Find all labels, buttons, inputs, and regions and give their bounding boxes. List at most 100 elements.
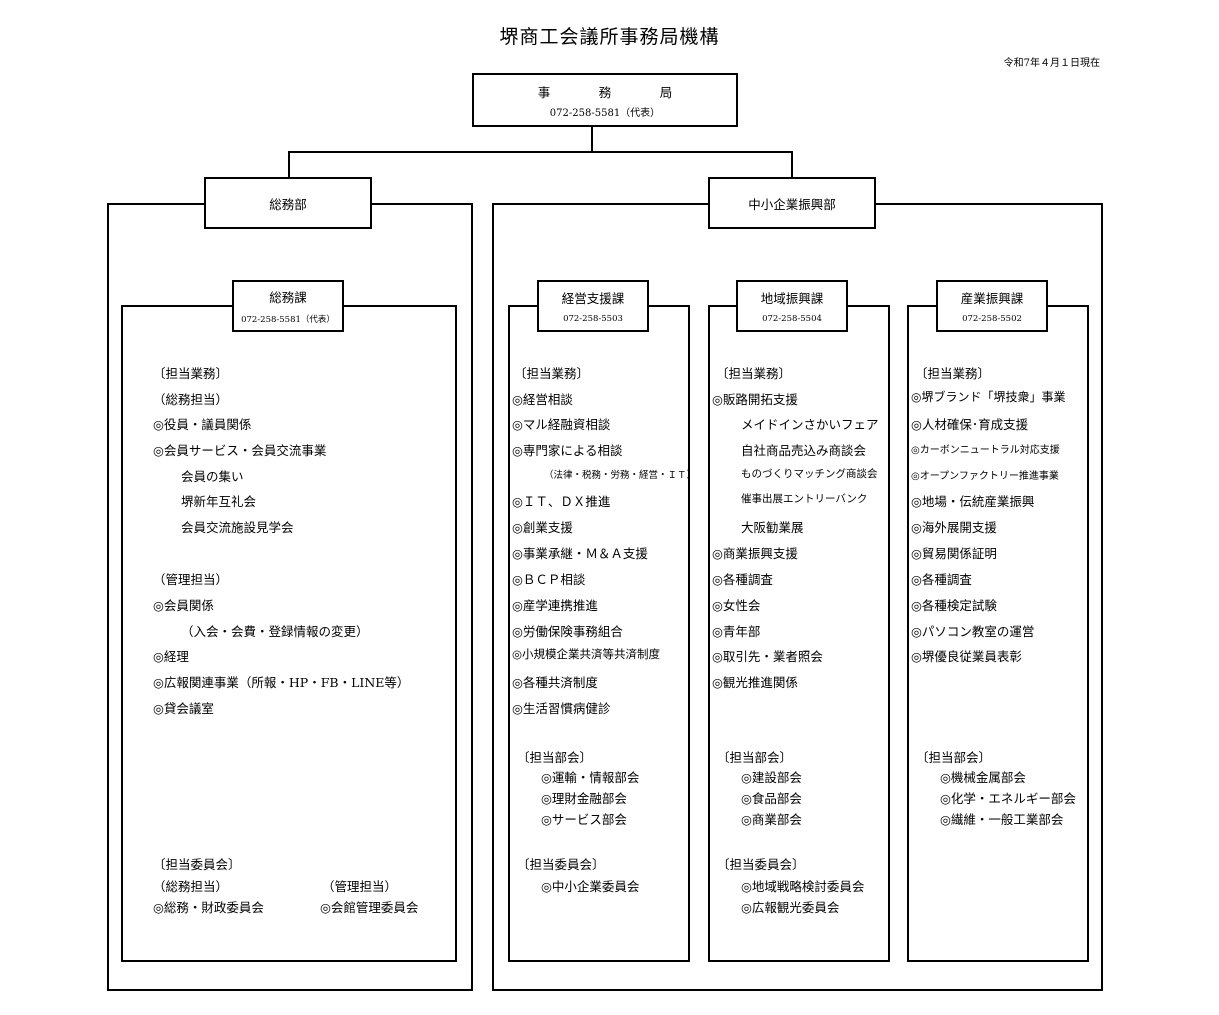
list-item: 自社商品売込み商談会 bbox=[741, 443, 867, 458]
secretariat-name: 事 務 局 bbox=[537, 84, 691, 100]
sangyo-section-phone: 072-258-5502 bbox=[962, 314, 1022, 324]
list-item: ◎カーボンニュートラル対応支援 bbox=[911, 445, 1060, 456]
list-item: 会員の集い bbox=[181, 469, 244, 484]
page-title: 堺商工会議所事務局機構 bbox=[499, 26, 720, 48]
list-item: ◎小規模企業共済等共済制度 bbox=[512, 647, 661, 661]
sme-dept-box: 中小企業振興部 bbox=[708, 177, 876, 229]
list-item: ◎会員サービス・会員交流事業 bbox=[153, 443, 327, 458]
committee-item: ◎地域戦略検討委員会 bbox=[741, 879, 865, 894]
committee-item: ◎総務・財政委員会 bbox=[153, 900, 264, 915]
chiiki-section-box: 地域振興課 072-258-5504 bbox=[736, 280, 848, 332]
list-item: （法律・税務・労務・経営・ＩＴ） bbox=[544, 470, 697, 481]
list-item: ◎ＢＣＰ相談 bbox=[512, 572, 586, 587]
soumu-section-phone: 072-258-5581（代表） bbox=[241, 315, 335, 325]
list-item: ◎生活習慣病健診 bbox=[512, 701, 611, 716]
list-item: ◎広報関連事業（所報・HP・FB・LINE等） bbox=[153, 675, 410, 690]
as-of-date: 令和7年４月１日現在 bbox=[1003, 58, 1100, 69]
soumu-dept-box: 総務部 bbox=[204, 177, 372, 229]
list-item: メイドインさかいフェア bbox=[741, 417, 879, 432]
list-item: ◎役員・議員関係 bbox=[153, 417, 252, 432]
duties-header: 〔担当業務〕 bbox=[153, 366, 229, 381]
list-item: ◎ＩＴ、ＤＸ推進 bbox=[512, 494, 611, 509]
keiei-section-box: 経営支援課 072-258-5503 bbox=[537, 280, 649, 332]
committee-header: 〔担当委員会〕 bbox=[717, 857, 805, 872]
division-header: 〔担当部会〕 bbox=[517, 750, 593, 765]
list-item: ◎パソコン教室の運営 bbox=[911, 624, 1035, 639]
sangyo-section-name: 産業振興課 bbox=[960, 291, 1024, 306]
list-item: ◎会員関係 bbox=[153, 598, 214, 613]
list-item: ◎各種調査 bbox=[712, 572, 773, 587]
connector-line bbox=[591, 126, 593, 152]
committee-item: ◎広報観光委員会 bbox=[741, 900, 840, 915]
list-item: ◎海外展開支援 bbox=[911, 520, 997, 535]
list-item: 催事出展エントリーバンク bbox=[741, 493, 868, 505]
committee-item: ◎会館管理委員会 bbox=[320, 900, 419, 915]
sub-header: （管理担当） bbox=[153, 572, 229, 587]
list-item: ◎取引先・業者照会 bbox=[712, 649, 823, 664]
division-item: ◎サービス部会 bbox=[541, 812, 627, 827]
list-item: 堺新年互礼会 bbox=[181, 494, 257, 509]
list-item: ◎堺優良従業員表彰 bbox=[911, 649, 1022, 664]
committee-sub-header: （管理担当） bbox=[322, 879, 398, 894]
connector-line bbox=[288, 151, 290, 178]
chiiki-section-name: 地域振興課 bbox=[760, 291, 824, 306]
chiiki-section-frame bbox=[708, 305, 890, 962]
list-item: ◎各種共済制度 bbox=[512, 675, 598, 690]
list-item: （入会・会費・登録情報の変更） bbox=[181, 624, 369, 639]
list-item: ◎青年部 bbox=[712, 624, 761, 639]
list-item: ◎経営相談 bbox=[512, 392, 573, 407]
list-item: ◎地場・伝統産業振興 bbox=[911, 494, 1035, 509]
list-item: ◎女性会 bbox=[712, 598, 761, 613]
list-item: ◎労働保険事務組合 bbox=[512, 624, 623, 639]
keiei-section-phone: 072-258-5503 bbox=[563, 314, 623, 324]
list-item: ◎各種検定試験 bbox=[911, 598, 997, 613]
list-item: ◎貿易関係証明 bbox=[911, 546, 997, 561]
division-header: 〔担当部会〕 bbox=[916, 750, 992, 765]
sangyo-section-frame bbox=[907, 305, 1089, 962]
duties-header: 〔担当業務〕 bbox=[915, 366, 991, 381]
list-item: ◎マル経融資相談 bbox=[512, 417, 611, 432]
division-item: ◎食品部会 bbox=[741, 791, 802, 806]
list-item: ◎観光推進関係 bbox=[712, 675, 798, 690]
soumu-section-box: 総務課 072-258-5581（代表） bbox=[232, 280, 344, 332]
list-item: 会員交流施設見学会 bbox=[181, 520, 294, 535]
keiei-section-frame bbox=[508, 305, 690, 962]
list-item: ◎堺ブランド「堺技衆」事業 bbox=[911, 390, 1066, 404]
division-item: ◎理財金融部会 bbox=[541, 791, 627, 806]
committee-header: 〔担当委員会〕 bbox=[517, 857, 605, 872]
secretariat-box: 事 務 局 072-258-5581（代表） bbox=[472, 73, 738, 127]
list-item: 大阪勧業展 bbox=[741, 520, 804, 535]
duties-header: 〔担当業務〕 bbox=[716, 366, 792, 381]
list-item: ◎産学連携推進 bbox=[512, 598, 598, 613]
connector-line bbox=[288, 151, 793, 153]
list-item: ◎事業承継・Ｍ＆Ａ支援 bbox=[512, 546, 648, 561]
division-item: ◎商業部会 bbox=[741, 812, 802, 827]
division-item: ◎機械金属部会 bbox=[940, 770, 1026, 785]
connector-line bbox=[791, 151, 793, 178]
division-item: ◎運輸・情報部会 bbox=[541, 770, 640, 785]
list-item: ◎オープンファクトリー推進事業 bbox=[911, 471, 1059, 482]
secretariat-phone: 072-258-5581（代表） bbox=[549, 107, 661, 119]
sub-header: （総務担当） bbox=[153, 392, 229, 407]
list-item: ◎人材確保･育成支援 bbox=[911, 417, 1029, 432]
list-item: ◎各種調査 bbox=[911, 572, 972, 587]
list-item: ◎商業振興支援 bbox=[712, 546, 798, 561]
committee-header: 〔担当委員会〕 bbox=[153, 857, 241, 872]
division-header: 〔担当部会〕 bbox=[717, 750, 793, 765]
chiiki-section-phone: 072-258-5504 bbox=[762, 314, 822, 324]
division-item: ◎繊維・一般工業部会 bbox=[940, 812, 1064, 827]
soumu-section-name: 総務課 bbox=[269, 290, 307, 305]
list-item: ◎販路開拓支援 bbox=[712, 392, 798, 407]
list-item: ◎創業支援 bbox=[512, 520, 573, 535]
duties-header: 〔担当業務〕 bbox=[514, 366, 590, 381]
list-item: ◎貸会議室 bbox=[153, 701, 214, 716]
list-item: ◎経理 bbox=[153, 649, 189, 664]
list-item: ものづくりマッチング商談会 bbox=[741, 468, 878, 480]
list-item: ◎専門家による相談 bbox=[512, 443, 623, 458]
division-item: ◎化学・エネルギー部会 bbox=[940, 791, 1076, 806]
sangyo-section-box: 産業振興課 072-258-5502 bbox=[936, 280, 1048, 332]
committee-sub-header: （総務担当） bbox=[153, 879, 229, 894]
division-item: ◎建設部会 bbox=[741, 770, 802, 785]
keiei-section-name: 経営支援課 bbox=[561, 291, 625, 306]
committee-item: ◎中小企業委員会 bbox=[541, 879, 640, 894]
